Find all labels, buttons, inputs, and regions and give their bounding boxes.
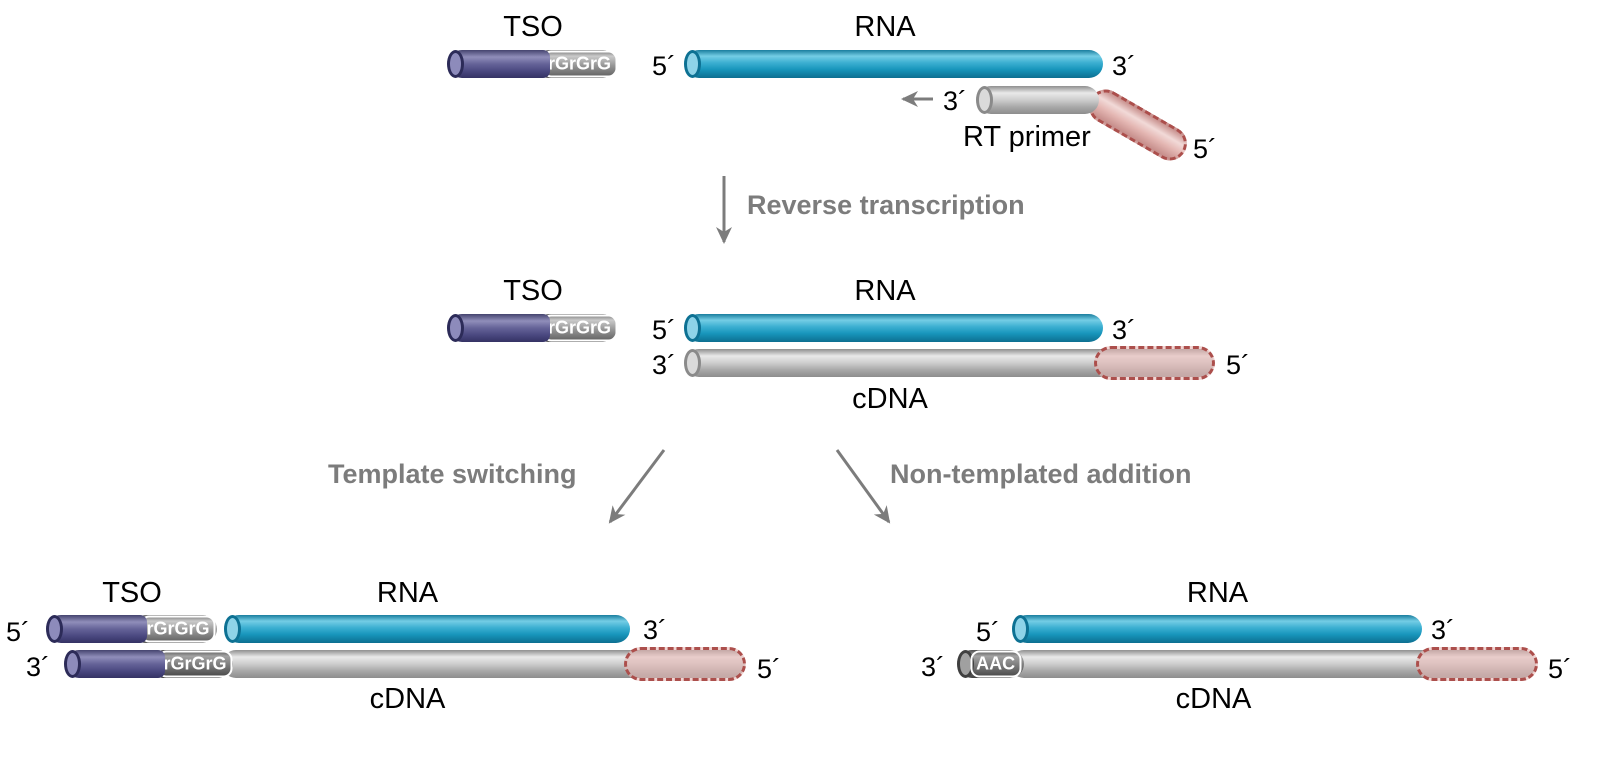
rt-primer-label: RT primer xyxy=(963,121,1091,153)
aac-tag-br: AAC xyxy=(957,650,1024,678)
cdna-five-prime-mid: 5´ xyxy=(1226,350,1251,380)
rna-strand-br xyxy=(1012,615,1422,643)
tso-rg-tag-text-bl-bottom: rGrGrG xyxy=(157,650,233,678)
cdna-three-prime-mid: 3´ xyxy=(652,350,677,380)
template-switching-arrow xyxy=(608,449,666,524)
cdna-overhang-br xyxy=(1416,647,1538,681)
template-switching-label: Template switching xyxy=(328,459,577,489)
tso-body-bl-bottom xyxy=(64,650,165,678)
tso-label-mid: TSO xyxy=(503,275,563,307)
five-prime-bl-bottom: 5´ xyxy=(757,654,782,684)
three-prime-br-top: 3´ xyxy=(1431,615,1456,645)
tso-rg-tag-text: rGrGrG xyxy=(541,50,618,78)
cdna-overhang-bl xyxy=(624,647,746,681)
cdna-overhang-mid xyxy=(1094,346,1215,380)
rt-primer-three-prime: 3´ xyxy=(943,86,968,116)
rna-three-prime-mid: 3´ xyxy=(1112,315,1137,345)
non-templated-addition-arrow xyxy=(835,449,891,524)
rt-primer-body xyxy=(976,86,1099,114)
reverse-transcription-label: Reverse transcription xyxy=(747,190,1025,220)
rna-label-top: RNA xyxy=(854,11,916,43)
tso-label-top: TSO xyxy=(503,11,563,43)
rna-label-br: RNA xyxy=(1186,577,1249,609)
tso-rg-tag-text-bl-top: rGrGrG xyxy=(140,615,216,643)
rna-strand-top xyxy=(684,50,1103,78)
cdna-label-br: cDNA xyxy=(1175,683,1252,715)
cdna-label-mid: cDNA xyxy=(852,383,928,415)
cdna-label-bl: cDNA xyxy=(369,683,446,715)
tso-body-mid xyxy=(447,314,550,342)
five-prime-br-top: 5´ xyxy=(976,617,1001,647)
tso-rg-tag-top: rGrGrG xyxy=(541,50,618,78)
tso-rg-tag-bl-bottom: rGrGrG xyxy=(157,650,233,678)
rna-five-prime-mid: 5´ xyxy=(652,315,677,345)
tso-rg-tag-mid: rGrGrG xyxy=(541,314,618,342)
five-prime-br-bottom: 5´ xyxy=(1548,654,1573,684)
rt-primer-five-prime: 5´ xyxy=(1193,134,1218,164)
aac-tag-text: AAC xyxy=(970,650,1022,678)
rna-label-mid: RNA xyxy=(854,275,916,307)
tso-body-bl-top xyxy=(46,615,147,643)
tso-label-bl: TSO xyxy=(102,577,162,609)
five-prime-bl-top: 5´ xyxy=(6,617,31,647)
rna-strand-bl xyxy=(224,615,630,643)
three-prime-br-bottom: 3´ xyxy=(921,652,946,682)
rt-primer-overhang xyxy=(1082,83,1194,167)
tso-rg-tag-text-mid: rGrGrG xyxy=(541,314,618,342)
tso-rg-tag-bl-top: rGrGrG xyxy=(139,615,217,643)
three-prime-bl-bottom: 3´ xyxy=(26,652,51,682)
tso-body-top xyxy=(447,50,550,78)
rna-five-prime-top: 5´ xyxy=(652,51,677,81)
rna-strand-mid xyxy=(684,314,1103,342)
rna-label-bl: RNA xyxy=(376,577,439,609)
three-prime-bl-top: 3´ xyxy=(643,615,668,645)
non-templated-addition-label: Non-templated addition xyxy=(890,459,1192,489)
rna-three-prime-top: 3´ xyxy=(1112,51,1137,81)
